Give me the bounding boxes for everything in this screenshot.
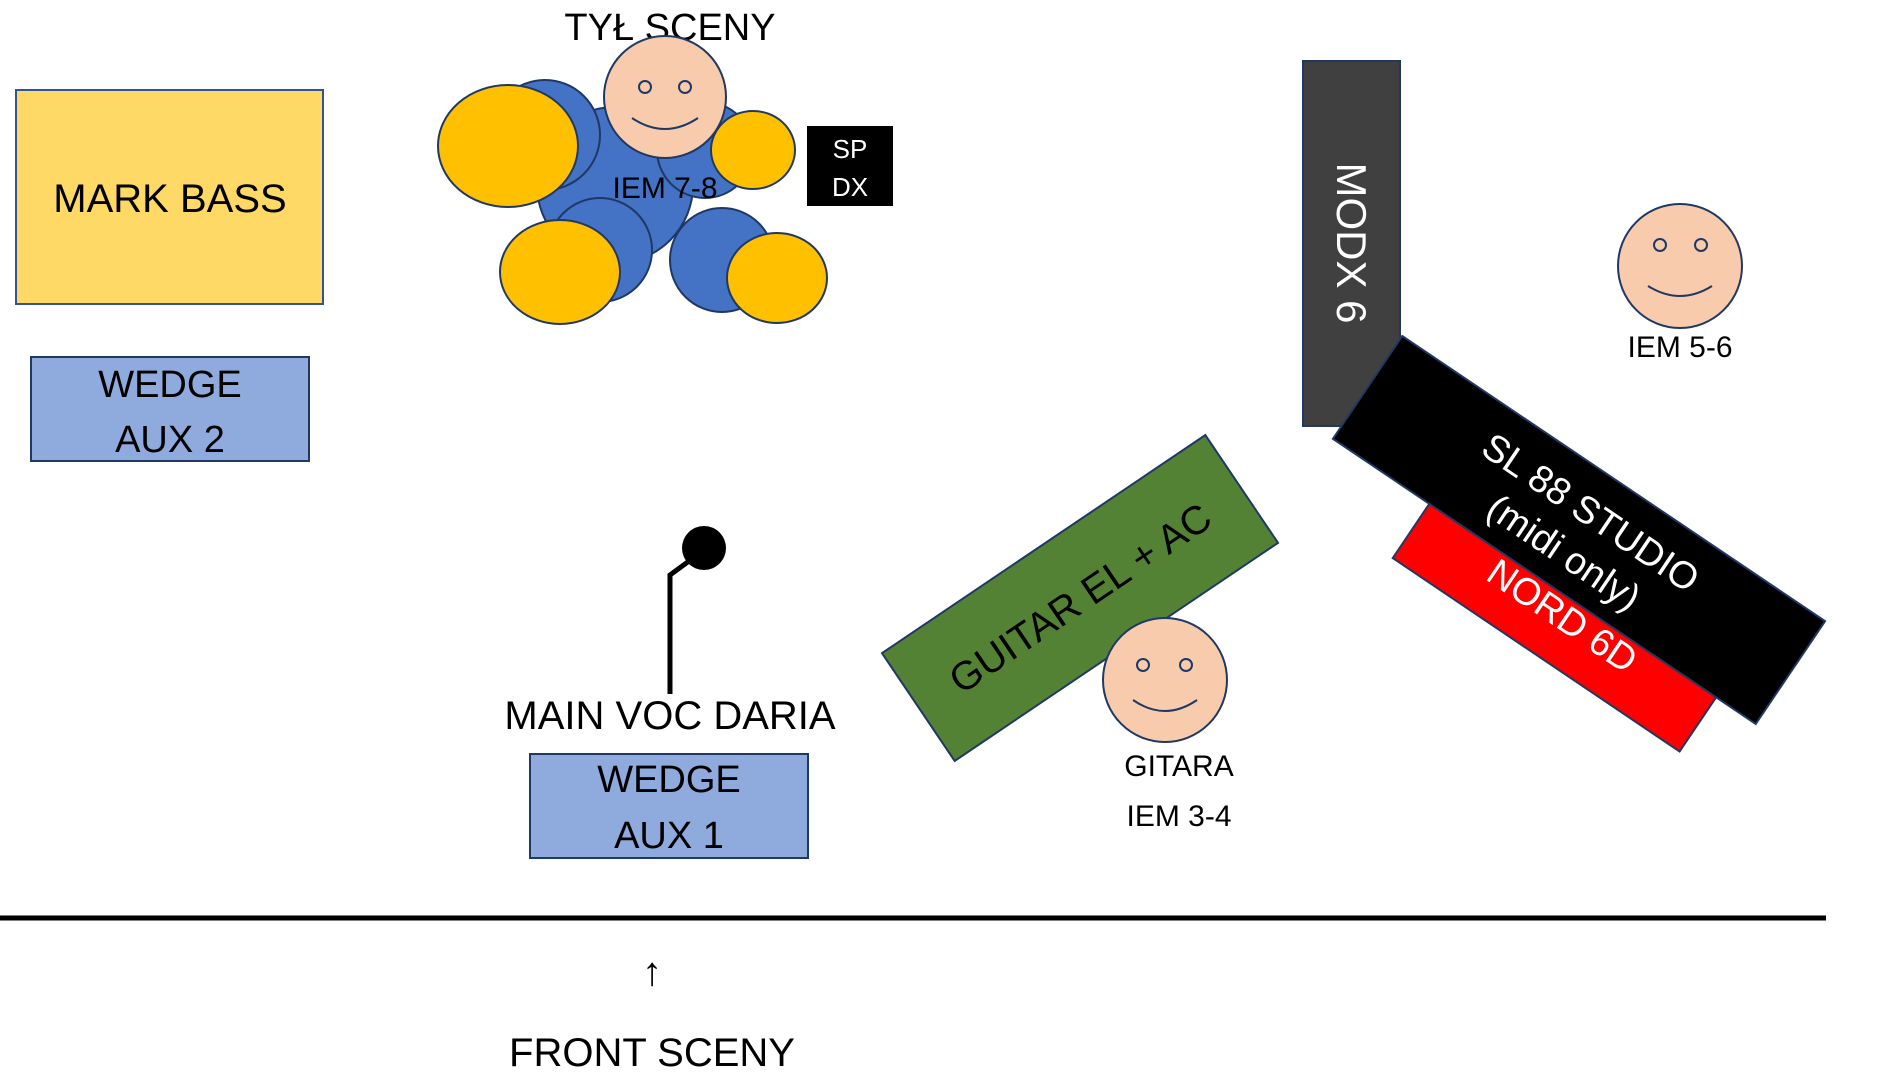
guitarist-line1: GITARA — [1124, 750, 1233, 783]
stage-front-label: FRONT SCENY — [509, 1031, 795, 1072]
mark-bass-label: MARK BASS — [53, 177, 286, 221]
wedge-aux2: WEDGE AUX 2 — [30, 356, 310, 462]
modx-keyboard: MODX 6 — [1302, 60, 1401, 427]
modx-label: MODX 6 — [1328, 162, 1375, 323]
drummer-face-icon — [603, 35, 727, 159]
keys-player-label: IEM 5-6 — [1627, 331, 1732, 364]
guitarist-line2: IEM 3-4 — [1126, 800, 1231, 833]
wedge-aux1: WEDGE AUX 1 — [529, 753, 809, 859]
drum-kit: IEM 7-8 — [437, 35, 828, 325]
wedge-aux2-line2: AUX 2 — [115, 419, 225, 461]
cymbal — [726, 232, 828, 324]
spdx-line2: DX — [832, 172, 868, 202]
spdx-line1: SP — [833, 134, 868, 164]
guitarist-face-icon — [1102, 617, 1228, 743]
front-arrow-icon: ↑ — [642, 950, 662, 994]
mark-bass-amp: MARK BASS — [15, 89, 324, 305]
wedge-aux1-line2: AUX 1 — [614, 815, 724, 857]
cymbal — [437, 84, 579, 208]
cymbal — [710, 110, 796, 190]
keys-player-face-icon — [1617, 203, 1743, 329]
wedge-aux1-line1: WEDGE — [597, 759, 741, 801]
wedge-aux2-line1: WEDGE — [98, 364, 242, 406]
spdx-pad: SP DX — [807, 126, 893, 206]
main-voc-label: MAIN VOC DARIA — [504, 694, 835, 738]
vocal-mic-icon — [667, 526, 726, 694]
cymbal — [499, 219, 621, 325]
drums-iem-label: IEM 7-8 — [612, 172, 717, 205]
